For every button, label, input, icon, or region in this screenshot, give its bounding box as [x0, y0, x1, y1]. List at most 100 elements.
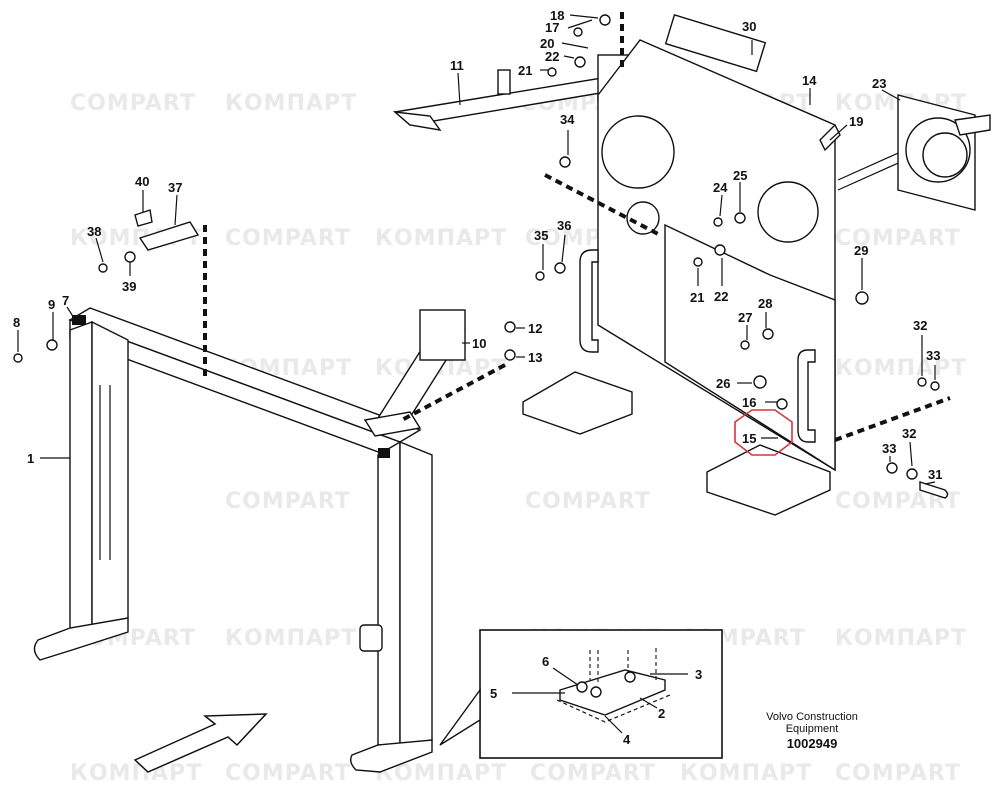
fastener-bolt [535, 271, 545, 281]
assembly-line [401, 363, 506, 422]
watermark-text: COMPART [70, 91, 196, 116]
callout-39: 39 [122, 279, 136, 294]
watermark-text: COMPART [225, 761, 351, 786]
footer: Volvo Construction Equipment 1002949 [766, 711, 858, 751]
fastener-nut [855, 291, 869, 305]
support-arm-end [392, 111, 442, 131]
callout-25: 25 [733, 168, 747, 183]
callout-4: 4 [623, 732, 631, 747]
callout-31: 31 [928, 467, 942, 482]
panel-hole [626, 201, 660, 235]
footer-doc-number: 1002949 [787, 736, 838, 751]
watermark-text: КОМПАРТ [225, 626, 357, 651]
detail-inset [439, 629, 723, 759]
fastener-washer [762, 328, 774, 340]
assembly-line [834, 396, 951, 442]
watermark-text: КОМПАРТ [70, 761, 202, 786]
brace-plate [419, 309, 466, 361]
frame-bracket [72, 315, 86, 325]
callout-22-lower: 22 [714, 289, 728, 304]
callout-35: 35 [534, 228, 548, 243]
direction-arrow-icon [133, 713, 268, 773]
watermark-text: КОМПАРТ [835, 356, 967, 381]
fastener-washer [714, 244, 726, 256]
highlight-hexagon [734, 409, 793, 456]
panel-handle [797, 349, 816, 443]
frame-left-foot [33, 617, 129, 661]
watermark-text: КОМПАРТ [225, 91, 357, 116]
fasteners [13, 14, 949, 499]
callout-labels: 1 2 3 4 5 6 7 8 9 10 11 12 13 14 15 16 1… [13, 8, 942, 747]
fastener-bolt [713, 217, 723, 227]
small-bracket [138, 221, 200, 251]
frame-assembly [33, 307, 433, 773]
fastener-bolt [547, 67, 557, 77]
footer-company-line2: Equipment [786, 723, 839, 735]
callout-7: 7 [62, 293, 69, 308]
assembly-lines [203, 12, 951, 442]
watermark-text: КОМПАРТ [835, 626, 967, 651]
fastener-nut [753, 375, 767, 389]
panel-hole [757, 181, 819, 243]
panel-corner [819, 123, 841, 152]
callout-24: 24 [713, 180, 728, 195]
callout-22-top: 22 [545, 49, 559, 64]
callout-19: 19 [849, 114, 863, 129]
watermark-text: COMPART [225, 226, 351, 251]
frame-left-leg [69, 321, 93, 642]
watermark-text: COMPART [835, 226, 961, 251]
fastener-bolt [776, 398, 788, 410]
callout-13: 13 [528, 350, 542, 365]
callout-28: 28 [758, 296, 772, 311]
fastener-washer [554, 262, 566, 274]
fastener-cap [134, 209, 153, 227]
brace-assembly [363, 309, 467, 437]
fastener-nut [559, 156, 571, 168]
fastener-washer [574, 56, 586, 68]
callout-33-lower: 33 [882, 441, 896, 456]
detail-bolt [590, 686, 602, 698]
panel-rod [837, 159, 906, 191]
detail-inset-pointer [439, 687, 481, 746]
support-arm-plate [497, 69, 511, 95]
callout-32-lower: 32 [902, 426, 916, 441]
fan-housing [897, 94, 991, 211]
detail-bracket [559, 669, 666, 716]
frame-right-foot [349, 739, 433, 773]
fastener-washer [917, 377, 927, 387]
detail-guide-lines [589, 648, 657, 685]
callout-1: 1 [27, 451, 34, 466]
fastener-bolt [13, 353, 23, 363]
callout-38: 38 [87, 224, 101, 239]
callout-27: 27 [738, 310, 752, 325]
frame-clamp [359, 624, 383, 652]
detail-bolt [624, 671, 636, 683]
fastener-bolt [504, 321, 516, 333]
callout-20: 20 [540, 36, 554, 51]
watermark-text: КОМПАРТ [680, 761, 812, 786]
callout-17: 17 [545, 20, 559, 35]
panel-step [522, 371, 633, 435]
callout-5: 5 [490, 686, 497, 701]
callout-12: 12 [528, 321, 542, 336]
fastener-bolt [98, 263, 108, 273]
panel-assembly [522, 14, 906, 516]
panel-top-strip [664, 14, 767, 73]
fastener-bolt [693, 257, 703, 267]
fan-housing-bracket [954, 114, 991, 136]
callout-29: 29 [854, 243, 868, 258]
assembly-line [544, 173, 661, 237]
fastener-washer [124, 251, 136, 263]
panel-hole [601, 115, 675, 189]
detail-bolt [576, 681, 588, 693]
callout-9: 9 [48, 297, 55, 312]
callout-8: 8 [13, 315, 20, 330]
fastener-washer [504, 349, 516, 361]
fastener-pin [919, 481, 949, 499]
fastener-washer [886, 462, 898, 474]
frame-right-leg [377, 440, 401, 757]
callout-37: 37 [168, 180, 182, 195]
fastener-washer [46, 339, 58, 351]
fastener-washer [906, 468, 918, 480]
